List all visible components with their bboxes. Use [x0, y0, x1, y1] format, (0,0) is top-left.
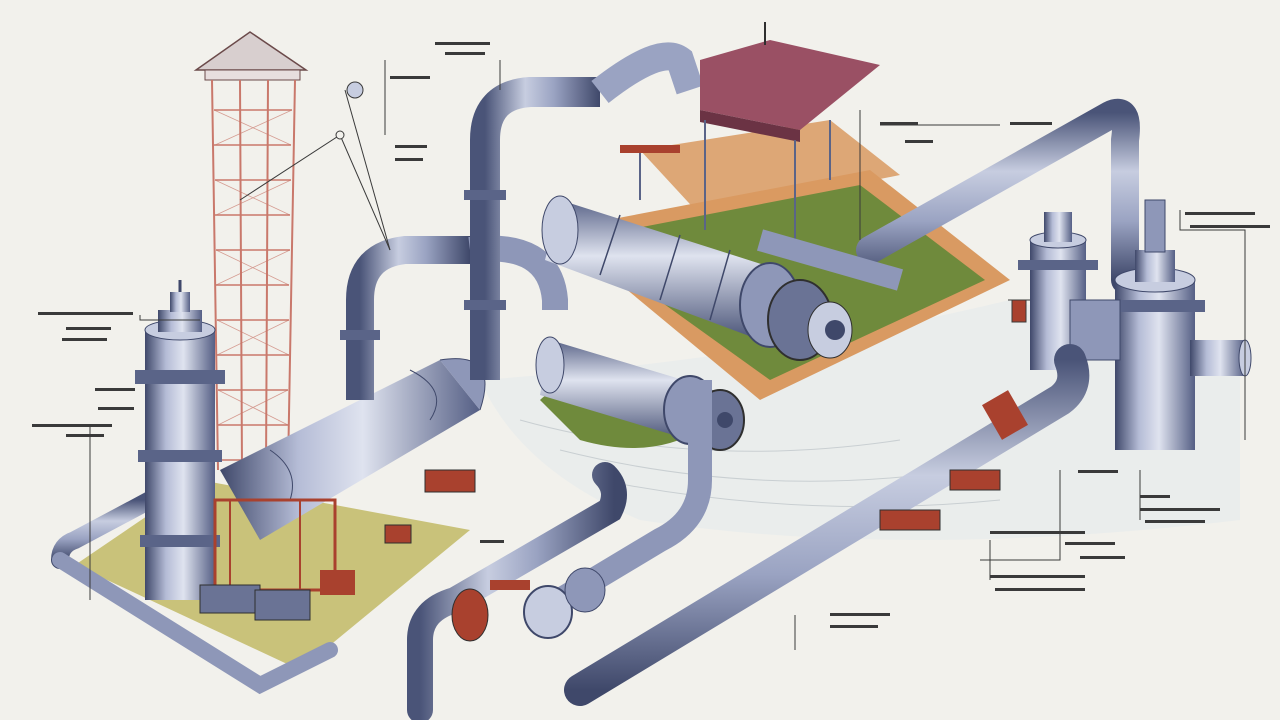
pressure-vessel-left [135, 280, 225, 600]
gauge-icons [335, 81, 1030, 323]
pressure-vessel-right [1018, 199, 1252, 450]
pipe-lower-diagonal [564, 344, 1090, 706]
main-turbine [541, 195, 853, 361]
valve-assembly [451, 567, 606, 642]
roof-canopy [620, 22, 880, 250]
carts [384, 469, 1001, 544]
annotation-scribbles [32, 42, 1270, 628]
lattice-tower [193, 31, 309, 471]
pipe-network-left [340, 42, 704, 400]
horizontal-tank [199, 358, 486, 621]
pipe-upper-diagonal [756, 98, 1140, 294]
annotation-leaders [89, 60, 1246, 650]
